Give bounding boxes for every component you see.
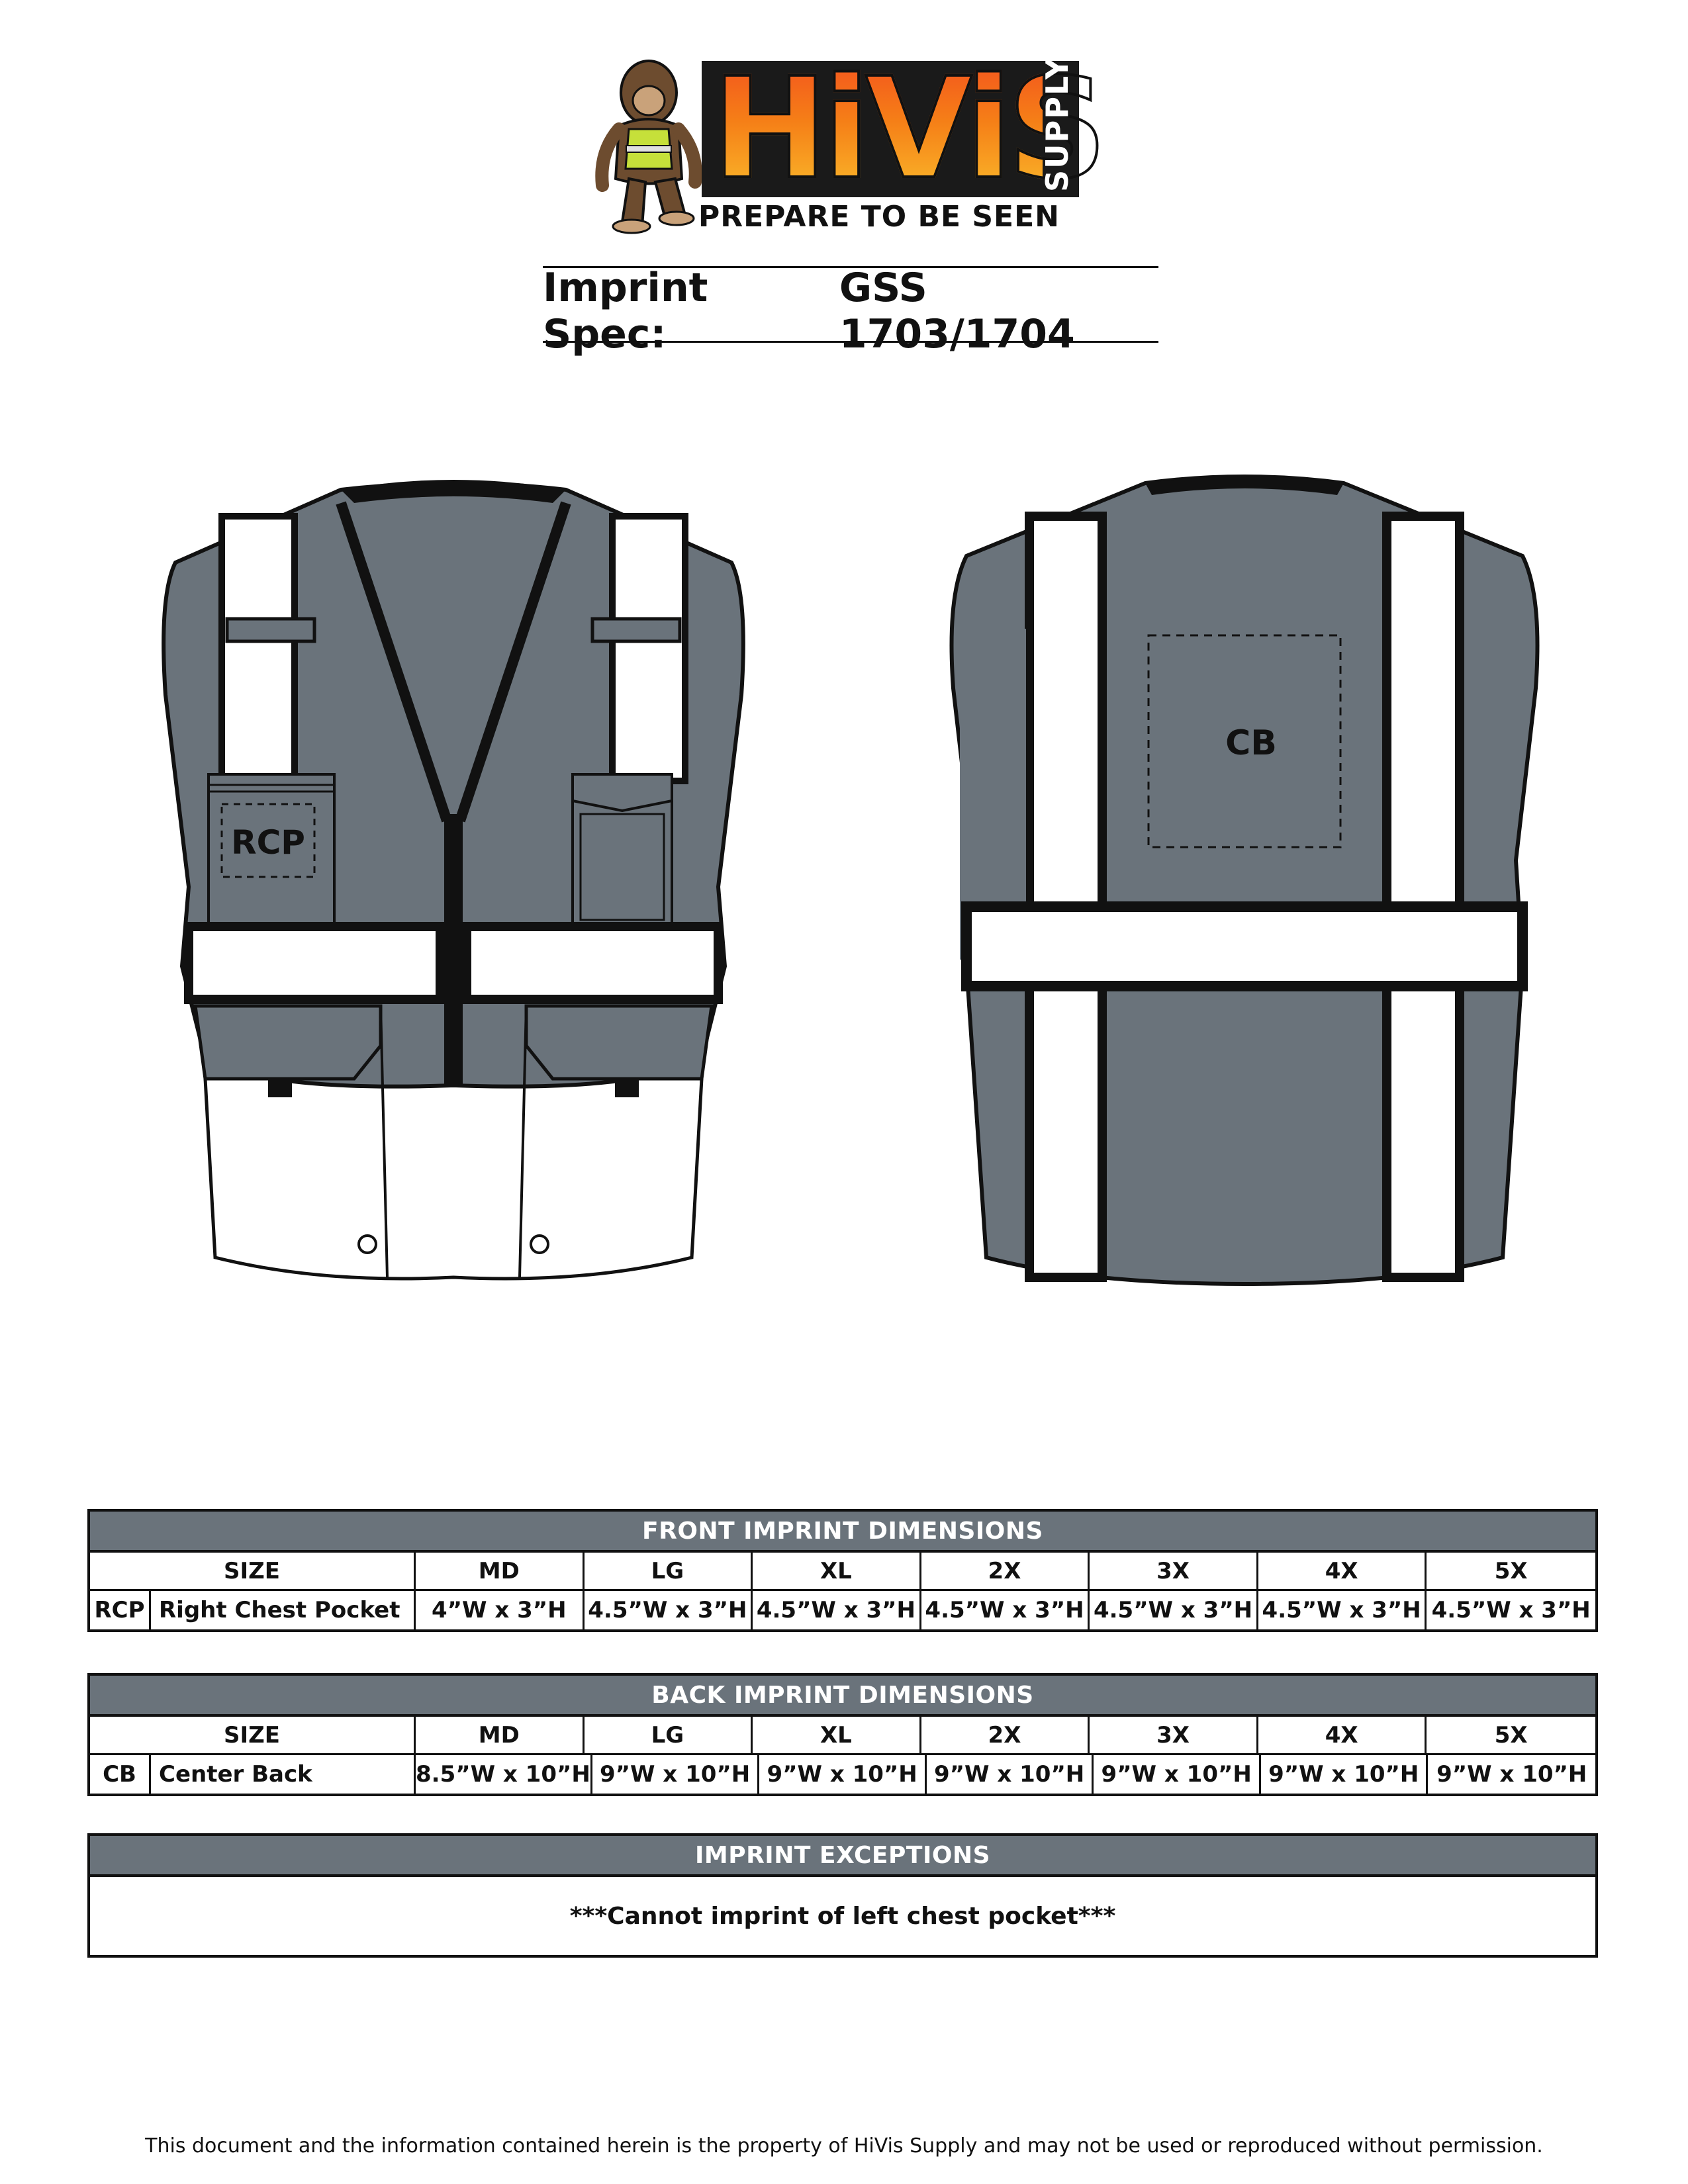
dimension-cell: 8.5”W x 10”H (416, 1755, 592, 1794)
logo-background (702, 61, 1079, 197)
back-imprint-label: CB (1225, 723, 1277, 763)
size-col: 3X (1090, 1553, 1258, 1591)
page-title: Imprint Spec: GSS 1703/1704 (543, 265, 1158, 357)
size-col: MD (416, 1553, 585, 1591)
footer-disclaimer: This document and the information contai… (145, 2134, 1543, 2158)
dimension-cell: 4.5”W x 3”H (1090, 1591, 1258, 1629)
front-imprint-table: FRONT IMPRINT DIMENSIONS SIZE MD LG XL 2… (87, 1509, 1598, 1632)
dimension-cell: 4.5”W x 3”H (753, 1591, 921, 1629)
front-vest-diagram: RCP (162, 480, 745, 1281)
title-label: Imprint Spec: (543, 265, 708, 357)
dimension-cell: 9”W x 10”H (927, 1755, 1094, 1794)
size-col: 4X (1258, 1553, 1427, 1591)
size-col: 2X (921, 1717, 1090, 1755)
size-col: LG (584, 1717, 753, 1755)
dimension-cell: 9”W x 10”H (592, 1755, 760, 1794)
logo-wordmark: HiViS (710, 48, 1109, 210)
size-col: 5X (1427, 1717, 1595, 1755)
imprint-exceptions-box: IMPRINT EXCEPTIONS ***Cannot imprint of … (87, 1833, 1598, 1958)
table-row: RCP Right Chest Pocket 4”W x 3”H 4.5”W x… (90, 1591, 1595, 1629)
size-col: LG (584, 1553, 753, 1591)
title-model: GSS 1703/1704 (839, 265, 1075, 357)
hivis-logo: HiViS SUPPLY PREPARE TO BE SEEN (583, 48, 1109, 238)
logo-tagline: PREPARE TO BE SEEN (698, 200, 1060, 234)
back-vest-diagram: CB (949, 475, 1540, 1287)
location-name: Center Back (151, 1755, 416, 1794)
back-table-heading: BACK IMPRINT DIMENSIONS (90, 1676, 1595, 1717)
front-table-size-row: SIZE MD LG XL 2X 3X 4X 5X (90, 1553, 1595, 1591)
dimension-cell: 9”W x 10”H (759, 1755, 927, 1794)
size-col: XL (753, 1553, 921, 1591)
bigfoot-mascot-icon (595, 60, 702, 234)
dimension-cell: 9”W x 10”H (1094, 1755, 1261, 1794)
size-col: XL (753, 1717, 921, 1755)
dimension-cell: 4.5”W x 3”H (921, 1591, 1090, 1629)
dimension-cell: 4.5”W x 3”H (1258, 1591, 1427, 1629)
size-col: 3X (1090, 1717, 1258, 1755)
title-rule-top (543, 266, 1158, 268)
location-code: RCP (90, 1591, 151, 1629)
exceptions-heading: IMPRINT EXCEPTIONS (90, 1836, 1595, 1877)
dimension-cell: 4”W x 3”H (416, 1591, 585, 1629)
logo-supply-text: SUPPLY (1039, 56, 1075, 192)
dimension-cell: 9”W x 10”H (1261, 1755, 1429, 1794)
exceptions-text: ***Cannot imprint of left chest pocket**… (569, 1902, 1116, 1930)
size-col: 5X (1427, 1553, 1595, 1591)
location-name: Right Chest Pocket (151, 1591, 416, 1629)
dimension-cell: 4.5”W x 3”H (1431, 1597, 1591, 1623)
size-col: MD (416, 1717, 585, 1755)
size-header: SIZE (90, 1553, 416, 1591)
title-rule-bottom (543, 341, 1158, 343)
dimension-cell: 4.5”W x 3”H (585, 1591, 753, 1629)
front-imprint-label: RCP (231, 823, 305, 862)
front-table-heading: FRONT IMPRINT DIMENSIONS (90, 1512, 1595, 1553)
back-table-size-row: SIZE MD LG XL 2X 3X 4X 5X (90, 1717, 1595, 1755)
location-code: CB (90, 1755, 151, 1794)
table-row: CB Center Back 8.5”W x 10”H 9”W x 10”H 9… (90, 1755, 1595, 1794)
size-col: 4X (1258, 1717, 1427, 1755)
size-header: SIZE (90, 1717, 416, 1755)
back-imprint-table: BACK IMPRINT DIMENSIONS SIZE MD LG XL 2X… (87, 1673, 1598, 1796)
size-col: 2X (921, 1553, 1090, 1591)
dimension-cell: 9”W x 10”H (1436, 1761, 1587, 1788)
